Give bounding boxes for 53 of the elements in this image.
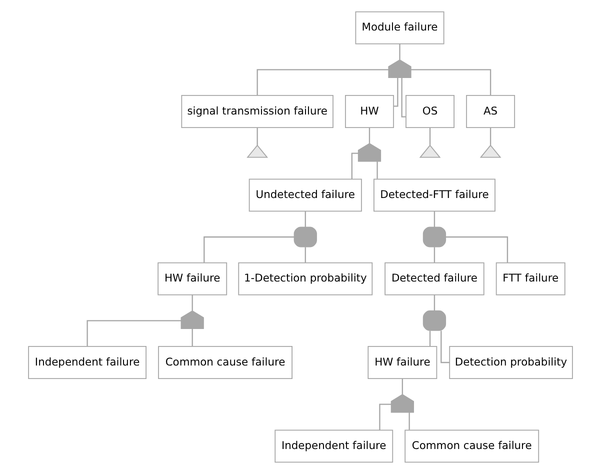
node-triangle xyxy=(418,144,440,158)
connector xyxy=(393,78,398,107)
node-box: HW failure xyxy=(157,262,227,296)
connector xyxy=(401,378,402,394)
connector xyxy=(378,404,391,430)
node-box: FTT failure xyxy=(495,262,565,296)
node-box: OS xyxy=(405,95,454,128)
node-and-gate xyxy=(422,226,446,248)
node-triangle xyxy=(246,144,268,158)
node-box: AS xyxy=(466,95,515,128)
connector xyxy=(489,128,491,146)
connector xyxy=(368,128,370,144)
node-box: Undetected failure xyxy=(248,178,362,212)
connector xyxy=(433,211,435,228)
node-box: Common cause failure xyxy=(404,430,539,463)
connector xyxy=(304,211,306,228)
connector xyxy=(428,128,430,146)
connector xyxy=(350,152,358,180)
connector xyxy=(86,320,181,346)
node-box: Detection probability xyxy=(448,346,572,379)
node-box: Module failure xyxy=(354,11,444,44)
connector xyxy=(445,236,508,263)
connector xyxy=(440,330,449,364)
node-or-gate xyxy=(357,143,381,162)
node-box: Detected failure xyxy=(384,262,484,296)
connector xyxy=(376,161,378,179)
node-box: Independent failure xyxy=(28,346,146,379)
node-triangle xyxy=(479,144,501,158)
connector xyxy=(428,330,430,346)
node-and-gate xyxy=(293,226,316,248)
connector xyxy=(410,69,491,96)
node-box: Common cause failure xyxy=(158,346,292,379)
connector xyxy=(256,69,388,96)
connector xyxy=(191,328,192,346)
node-or-gate xyxy=(388,59,411,78)
node-box: HW xyxy=(344,95,394,128)
connector xyxy=(433,294,435,311)
node-and-gate xyxy=(422,310,446,331)
connector xyxy=(408,412,410,430)
node-or-gate xyxy=(180,310,204,330)
node-or-gate xyxy=(390,394,414,413)
connector xyxy=(203,236,294,263)
connector xyxy=(256,128,258,146)
connector xyxy=(191,294,192,311)
node-box: HW failure xyxy=(367,346,437,379)
node-box: signal transmission failure xyxy=(180,95,333,128)
connector xyxy=(433,247,435,263)
node-box: 1-Detection probability xyxy=(238,262,372,296)
connector xyxy=(398,44,400,60)
connector xyxy=(304,247,306,263)
node-box: Detected-FTT failure xyxy=(373,178,495,212)
node-box: Independent failure xyxy=(274,430,393,463)
connector xyxy=(400,78,406,118)
